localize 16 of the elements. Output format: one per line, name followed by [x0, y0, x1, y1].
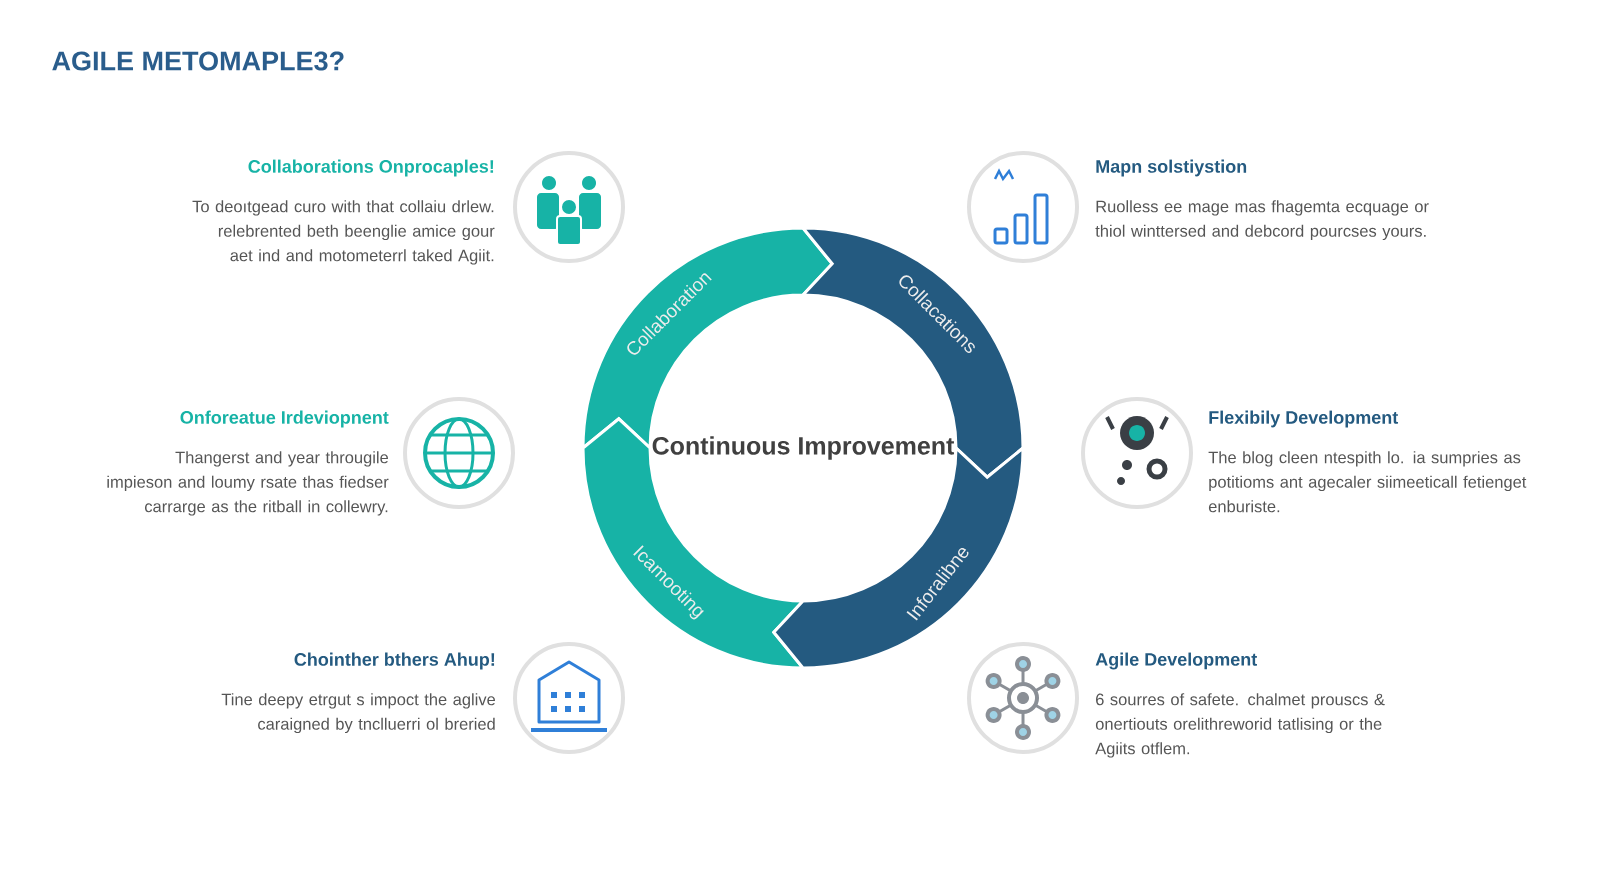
heading: Chointher bthers Ahup!	[294, 652, 495, 670]
body-text: Thangerst and year througile impieson and loumy rsate thas fiedser carrarge as the ritball in collewry.	[107, 451, 389, 516]
heading: Agile Development	[1095, 652, 1257, 670]
body-text: To deoıtgead curo with that collaiu drlew. relebrented beth beenglie amice gour aet ind and motometerrl taked Agiit.	[192, 200, 495, 265]
heading: Onforeatue Irdeviopnent	[180, 410, 389, 428]
heading: Flexibily Development	[1209, 410, 1399, 428]
body-text: Tine deepy etrgut s impoct the aglive caraigned by tnclluerri ol breried	[221, 693, 495, 734]
title: AGILE METOMAPLE3?	[52, 51, 344, 71]
heading: Mapn solstiystion	[1096, 159, 1247, 177]
icon-circle	[967, 151, 1079, 263]
icon-circle	[403, 397, 515, 509]
icon-circle	[513, 642, 625, 754]
heading: Collaborations Onprocaples!	[248, 159, 494, 177]
body-text: Ruolless ee mage mas fhagemta ecquage or thiol winttersed and debcord pourcses yours.	[1095, 200, 1429, 241]
body-text: 6 sourres of safete. chalmet prouscs & onertiouts orelithreworid tatlising or the Agiits otflem.	[1095, 693, 1385, 758]
body-text: The blog cleen ntespith lo. ia sumpries as potitioms ant agecaler siimeeticall fetienget enburiste.	[1208, 451, 1527, 513]
